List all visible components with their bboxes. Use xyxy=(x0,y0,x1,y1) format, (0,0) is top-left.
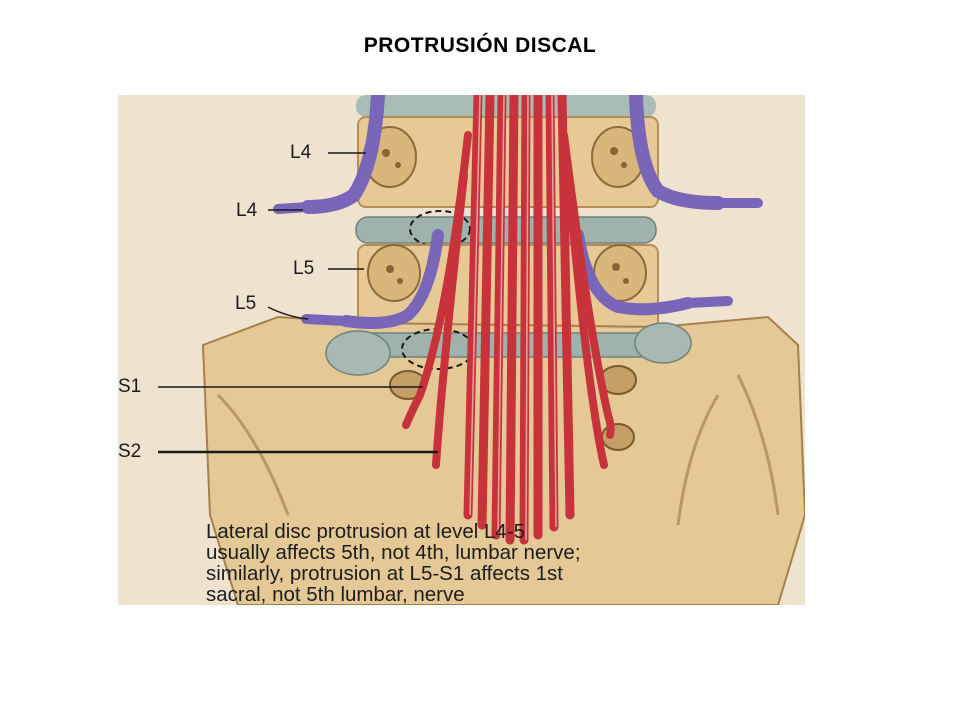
label-l4-nerve: L4 xyxy=(236,200,258,221)
caption-line: sacral, not 5th lumbar, nerve xyxy=(206,583,465,605)
slide-title: PROTRUSIÓN DISCAL xyxy=(363,34,597,57)
label-l5-vertebra: L5 xyxy=(293,258,315,279)
label-l4-vertebra: L4 xyxy=(290,142,312,163)
caption-line: usually affects 5th, not 4th, lumbar ner… xyxy=(206,541,581,564)
label-l5-nerve: L5 xyxy=(235,293,257,314)
vertebra-l4 xyxy=(357,116,659,208)
label-s1: S1 xyxy=(118,376,142,397)
disc-l4-l5 xyxy=(355,216,657,244)
label-s2: S2 xyxy=(118,441,142,462)
caption-line: Lateral disc protrusion at level L4-5 xyxy=(206,520,526,543)
figure-caption: Lateral disc protrusion at level L4-5 us… xyxy=(206,521,666,605)
leader-lines xyxy=(158,152,438,454)
caption-line: similarly, protrusion at L5-S1 affects 1… xyxy=(206,562,563,585)
cauda-equina xyxy=(402,95,615,545)
spine-drawing xyxy=(118,95,805,605)
protrusion-l4-l5 xyxy=(409,210,471,248)
spine-illustration: L4 L4 L5 L5 S1 S2 Lateral disc protrusio… xyxy=(118,95,805,605)
purple-nerve-roots xyxy=(273,95,763,329)
